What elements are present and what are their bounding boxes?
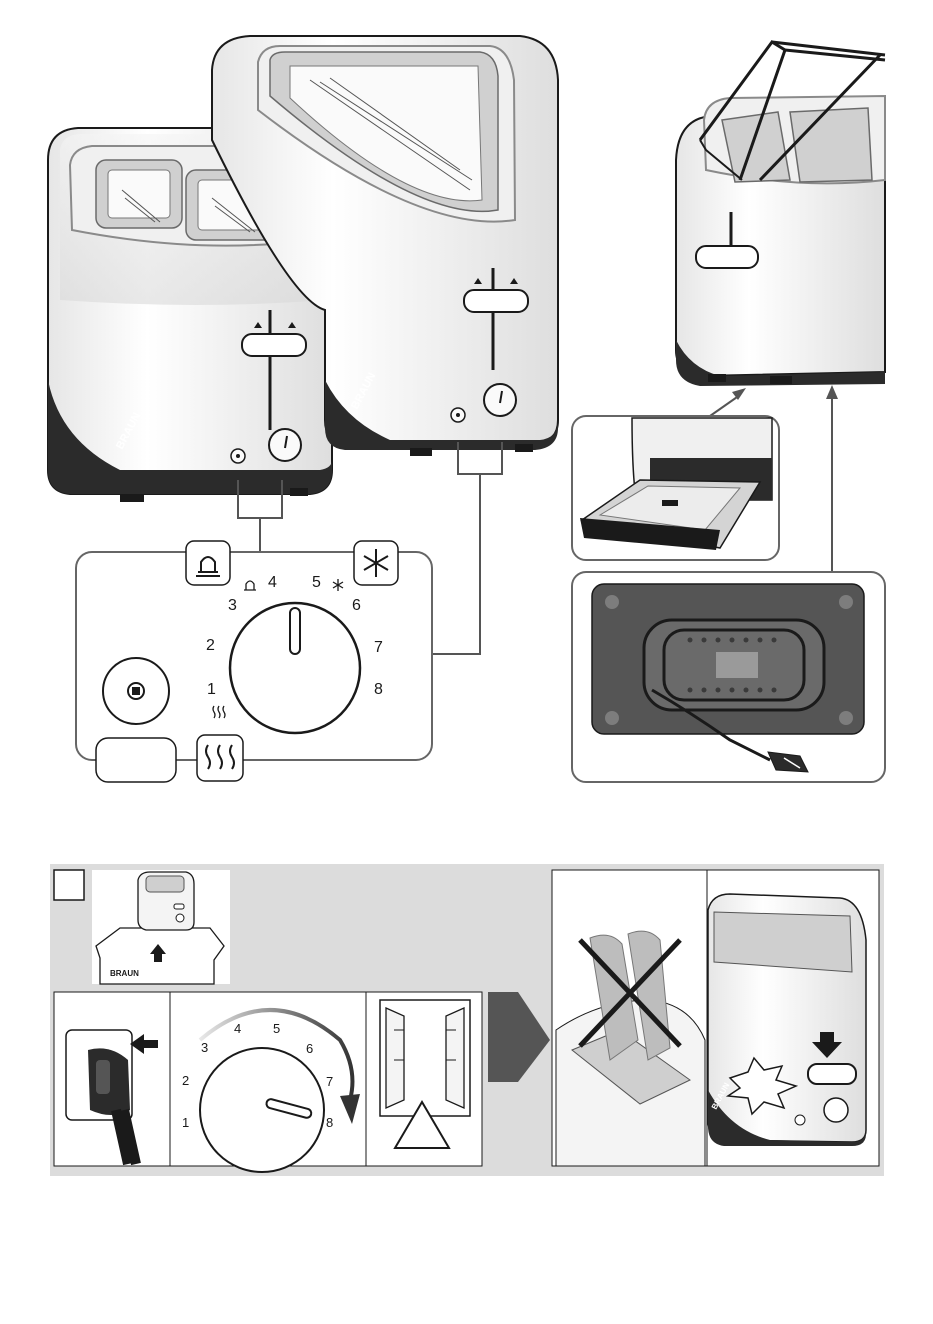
browning-dial[interactable] [230,603,360,733]
heat-waves-icon [197,735,243,781]
brand-logo-box: BRAUN [110,969,139,978]
step-dial-number-7: 7 [326,1074,333,1089]
step-dial-number-5: 5 [273,1021,280,1036]
ventilate-room-illustration [366,992,482,1166]
dial-number-5: 5 [312,574,321,591]
unpacking-illustration: BRAUN [92,870,230,984]
toaster-with-bun-rack [676,42,885,386]
press-lever-illustration: BRAUN [707,870,879,1166]
dial-number-4: 4 [268,574,277,591]
step-checkbox [54,870,84,900]
dial-number-6: 6 [352,597,361,614]
step-dial-number-6: 6 [306,1041,313,1056]
dial-number-7: 7 [374,639,383,656]
dial-number-3: 3 [228,597,237,614]
step-dial-number-3: 3 [201,1040,208,1055]
dial-number-1: 1 [207,681,216,698]
dial-number-8: 8 [374,681,383,698]
step-dial-number-2: 2 [182,1073,189,1088]
step-dial-number-8: 8 [326,1115,333,1130]
dial-setting-illustration: 1 2 3 4 5 6 7 8 [170,992,366,1172]
plug-in-illustration [54,992,170,1166]
blank-label-tab [96,738,176,782]
crumb-tray-inset [572,416,779,560]
stop-button-icon[interactable] [103,658,169,724]
bun-warming-icon [186,541,230,585]
snowflake-icon [354,541,398,585]
bottom-view-inset [572,572,885,782]
settings-panel: 1 2 3 4 5 6 7 8 [76,541,432,782]
step-dial-number-4: 4 [234,1021,241,1036]
step-panel: BRAUN 1 2 3 4 5 6 7 8 [50,864,884,1176]
step-dial-number-1: 1 [182,1115,189,1130]
dial-number-2: 2 [206,637,215,654]
do-not-insert-illustration [552,870,707,1166]
